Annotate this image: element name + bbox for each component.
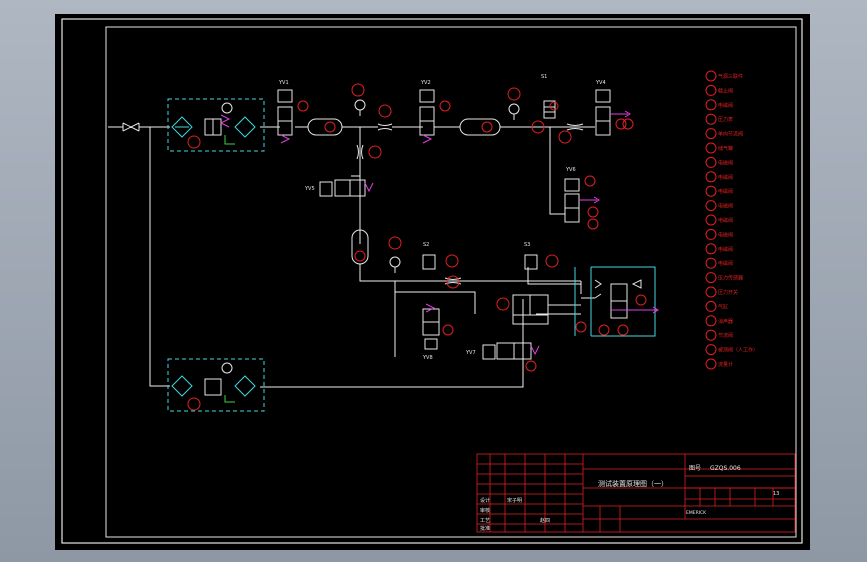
solenoid-valve-yv4[interactable]: YV4	[595, 80, 634, 136]
misc-callouts	[531, 101, 599, 230]
drawing-sheet[interactable]: YV1 YV2 YV4	[55, 14, 810, 550]
legend-marker	[705, 300, 717, 312]
legend-item: 节流阀	[718, 332, 733, 339]
legend-marker	[705, 344, 717, 356]
solenoid-valve-yv2[interactable]: YV2	[419, 80, 451, 144]
legend-marker	[705, 156, 717, 168]
legend-item: 电磁阀	[718, 102, 733, 109]
legend-item: 电磁阀	[718, 203, 733, 210]
legend-item: 电磁阀	[718, 231, 733, 238]
label-s2: S2	[423, 242, 429, 248]
solenoid-valve-yv7[interactable]: YV7	[465, 342, 540, 372]
legend-item: 被测阀（人工作）	[718, 347, 758, 354]
role-review: 审核	[480, 507, 490, 514]
label-s1: S1	[541, 74, 547, 80]
legend-item: 截止阀	[718, 87, 733, 94]
solenoid-valve-yv8[interactable]: YV8	[422, 303, 454, 361]
throttle-valves[interactable]	[356, 123, 584, 285]
main-pipes	[108, 126, 595, 388]
role-design: 设计	[480, 497, 490, 504]
frl-unit-top[interactable]	[167, 98, 265, 152]
label-yv2: YV2	[420, 80, 431, 86]
legend-item: 单向节流阀	[718, 131, 743, 138]
legend-item: 电磁阀	[718, 159, 733, 166]
legend-marker	[705, 84, 717, 96]
legend-item: 气源三联件	[718, 73, 743, 80]
legend-item: 电磁阀	[718, 188, 733, 195]
cylinder[interactable]	[496, 294, 581, 325]
pressure-gauges[interactable]	[354, 99, 520, 273]
legend-marker	[705, 272, 717, 284]
legend-marker	[705, 286, 717, 298]
legend-item: 消声器	[718, 318, 733, 325]
legend-marker	[705, 142, 717, 154]
label-yv8: YV8	[422, 355, 433, 361]
legend-item: 电磁阀	[718, 174, 733, 181]
frl-unit-bottom[interactable]	[167, 358, 265, 412]
legend-marker	[705, 315, 717, 327]
signature-2: 赵四	[540, 517, 550, 524]
air-tank-2[interactable]	[459, 118, 501, 136]
sheet-index: 13	[773, 491, 779, 497]
legend-marker	[705, 200, 717, 212]
outer-border	[61, 18, 803, 544]
tested-valve[interactable]	[574, 266, 659, 337]
legend-item: 储气罐	[718, 145, 733, 152]
legend-marker	[705, 99, 717, 111]
legend: 气源三联件截止阀电磁阀压力表单向节流阀储气罐电磁阀电磁阀电磁阀电磁阀电磁阀电磁阀…	[705, 70, 758, 370]
label-yv7: YV7	[465, 350, 476, 356]
drawing-number-label: 图号	[689, 465, 701, 472]
gauge-callouts	[351, 83, 521, 250]
air-tank-1[interactable]	[307, 118, 343, 136]
solenoid-valve-yv5[interactable]: YV5	[304, 179, 374, 197]
air-tank-3[interactable]	[351, 229, 369, 265]
legend-item: 流量计	[718, 361, 733, 368]
signature-1: 宋子明	[507, 497, 522, 504]
legend-item: 压力表	[718, 116, 733, 123]
label-s3: S3	[524, 242, 530, 248]
legend-marker	[705, 214, 717, 226]
legend-item: 电磁阀	[718, 217, 733, 224]
label-yv6: YV6	[565, 167, 576, 173]
legend-item: 气缸	[718, 303, 728, 310]
legend-marker	[705, 228, 717, 240]
sensor-s1[interactable]: S1	[541, 74, 556, 119]
inner-border	[105, 26, 797, 538]
label-yv5: YV5	[304, 186, 315, 192]
sensor-callouts	[445, 254, 559, 289]
legend-marker	[705, 185, 717, 197]
legend-marker	[705, 329, 717, 341]
drawing-number: GZQS.006	[710, 465, 741, 472]
solenoid-valve-yv1[interactable]: YV1	[277, 80, 309, 144]
legend-item: 压力开关	[718, 289, 738, 296]
sensor-s3[interactable]: S3	[524, 242, 538, 270]
solenoid-valve-yv6[interactable]: YV6	[564, 167, 600, 223]
shutoff-valve[interactable]	[122, 122, 140, 132]
drawing-title: 测试装置原理图（一）	[598, 479, 668, 488]
legend-marker	[705, 171, 717, 183]
role-process: 工艺	[480, 518, 490, 524]
label-yv4: YV4	[595, 80, 606, 86]
legend-marker	[705, 358, 717, 370]
label-yv1: YV1	[278, 80, 289, 86]
pneumatic-schematic: YV1 YV2 YV4	[61, 18, 803, 544]
legend-marker	[705, 70, 717, 82]
legend-item: 压力传感器	[718, 275, 743, 282]
company-name: EMERICK	[686, 510, 707, 516]
role-approve: 批准	[480, 525, 490, 532]
legend-marker	[705, 128, 717, 140]
legend-marker	[705, 113, 717, 125]
legend-marker	[705, 257, 717, 269]
legend-marker	[705, 243, 717, 255]
title-block	[476, 453, 796, 533]
sensor-s2[interactable]: S2	[422, 242, 436, 270]
legend-item: 电磁阀	[718, 246, 733, 253]
legend-item: 电磁阀	[718, 260, 733, 267]
